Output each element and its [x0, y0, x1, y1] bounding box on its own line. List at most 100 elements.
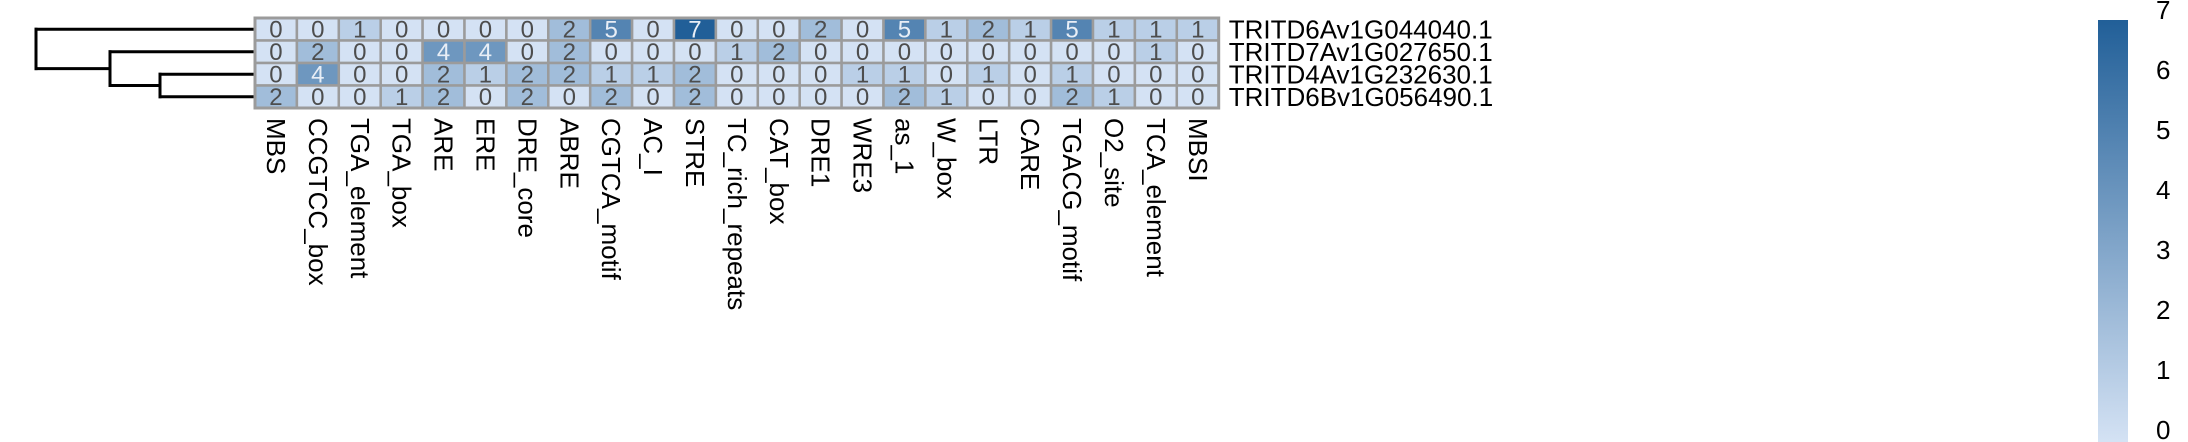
cell-value-label: 0 [898, 39, 911, 66]
column-label: DRE1 [806, 118, 836, 187]
cell-value-label: 0 [353, 84, 366, 111]
cell-value-label: 0 [353, 39, 366, 66]
cell-value-label: 2 [563, 16, 576, 43]
column-label: AC_I [638, 118, 668, 176]
column-label: ARE [429, 118, 459, 171]
cell-value-label: 0 [311, 16, 324, 43]
cell-value-label: 5 [898, 16, 911, 43]
cell-value-label: 2 [563, 61, 576, 88]
column-label: ABRE [554, 118, 584, 189]
cell-value-label: 0 [1107, 39, 1120, 66]
cell-value-label: 0 [982, 39, 995, 66]
column-label: TC_rich_repeats [722, 118, 752, 310]
cell-value-label: 0 [269, 16, 282, 43]
cell-value-label: 2 [982, 16, 995, 43]
cell-value-label: 0 [604, 39, 617, 66]
row-label: TRITD6Av1G044040.1 [1229, 14, 1493, 44]
cell-value-label: 0 [772, 16, 785, 43]
cell-value-label: 2 [604, 84, 617, 111]
cell-value-label: 0 [1191, 39, 1204, 66]
cell-value-label: 2 [898, 84, 911, 111]
cell-value-label: 0 [730, 16, 743, 43]
column-label: MBSI [1183, 118, 1213, 182]
column-label: STRE [680, 118, 710, 187]
cell-value-label: 4 [437, 39, 450, 66]
cell-value-label: 5 [604, 16, 617, 43]
cell-value-label: 0 [814, 61, 827, 88]
cell-value-label: 1 [1065, 61, 1078, 88]
row-dendrogram [34, 27, 257, 99]
column-label: O2_site [1099, 118, 1129, 208]
cell-value-label: 1 [730, 39, 743, 66]
cell-value-label: 1 [479, 61, 492, 88]
cell-value-label: 0 [395, 39, 408, 66]
cell-value-label: 0 [814, 84, 827, 111]
cell-value-label: 2 [311, 39, 324, 66]
cell-value-label: 0 [479, 16, 492, 43]
cell-value-label: 0 [856, 84, 869, 111]
column-label: MBS [261, 118, 291, 174]
cell-value-label: 0 [646, 84, 659, 111]
cell-value-label: 1 [646, 61, 659, 88]
cell-value-label: 1 [1107, 16, 1120, 43]
column-label: DRE_core [512, 118, 542, 238]
cell-value-label: 0 [940, 39, 953, 66]
color-scale-tick-label: 5 [2156, 115, 2170, 145]
cell-value-label: 0 [1191, 84, 1204, 111]
cell-value-label: 0 [1191, 61, 1204, 88]
cell-value-label: 0 [521, 39, 534, 66]
cell-value-label: 0 [1149, 61, 1162, 88]
cell-value-label: 2 [688, 84, 701, 111]
cell-value-label: 0 [982, 84, 995, 111]
column-label: TCA_element [1141, 118, 1171, 278]
cell-value-label: 0 [1023, 61, 1036, 88]
cell-value-label: 2 [521, 61, 534, 88]
color-scale-tick-label: 1 [2156, 355, 2170, 385]
cell-value-label: 0 [269, 61, 282, 88]
column-label: CGTCA_motif [596, 118, 626, 281]
cell-value-label: 0 [563, 84, 576, 111]
cell-value-label: 0 [856, 16, 869, 43]
color-scale-tick-label: 2 [2156, 295, 2170, 325]
row-label: TRITD6Bv1G056490.1 [1229, 82, 1493, 112]
cell-value-label: 0 [730, 61, 743, 88]
row-labels: TRITD6Av1G044040.1TRITD7Av1G027650.1TRIT… [1229, 14, 1493, 112]
cell-value-label: 2 [437, 61, 450, 88]
cell-value-label: 1 [1149, 16, 1162, 43]
cell-value-label: 1 [353, 16, 366, 43]
cell-value-label: 0 [395, 16, 408, 43]
cell-value-label: 5 [1065, 16, 1078, 43]
cell-value-label: 1 [1107, 84, 1120, 111]
cell-value-label: 2 [269, 84, 282, 111]
column-label: TGACG_motif [1057, 118, 1087, 282]
cell-value-label: 0 [1107, 61, 1120, 88]
column-label: CAT_box [764, 118, 794, 224]
cell-value-label: 0 [1023, 84, 1036, 111]
cell-value-label: 4 [311, 61, 324, 88]
column-label: CCGTCC_box [303, 118, 333, 286]
cell-value-label: 0 [814, 39, 827, 66]
cell-value-label: 0 [688, 39, 701, 66]
cell-value-label: 0 [521, 16, 534, 43]
color-scale-bar [2098, 20, 2128, 442]
cell-value-label: 0 [311, 84, 324, 111]
cell-value-label: 2 [521, 84, 534, 111]
cell-value-label: 1 [604, 61, 617, 88]
cell-value-label: 0 [730, 84, 743, 111]
column-label: CARE [1015, 118, 1045, 190]
cell-value-label: 2 [814, 16, 827, 43]
cell-value-label: 1 [1191, 16, 1204, 43]
cell-value-label: 0 [395, 61, 408, 88]
cell-value-label: 0 [1149, 84, 1162, 111]
cell-value-label: 2 [437, 84, 450, 111]
row-label: TRITD7Av1G027650.1 [1229, 37, 1493, 67]
cell-value-label: 1 [982, 61, 995, 88]
column-label: TGA_box [387, 118, 417, 228]
cell-value-label: 0 [646, 39, 659, 66]
cell-value-label: 0 [479, 84, 492, 111]
cell-value-label: 1 [940, 16, 953, 43]
cell-value-label: 0 [856, 39, 869, 66]
column-label: ERE [470, 118, 500, 171]
